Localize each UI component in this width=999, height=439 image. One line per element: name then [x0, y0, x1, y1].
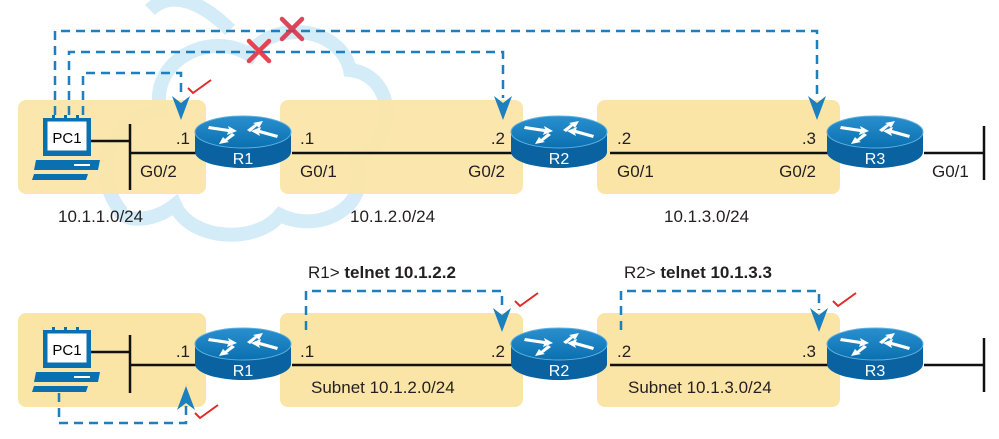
r2-g02-address: .2 [491, 129, 505, 148]
success-check-icon [832, 292, 857, 308]
arrowhead-r1 [177, 386, 195, 410]
router-r3-icon[interactable]: R3 [826, 327, 924, 381]
path-pc1-to-r1 [81, 71, 183, 115]
r3-g02-address: .3 [802, 129, 816, 148]
success-check-icon [187, 79, 212, 95]
router-r2-label: R2 [549, 151, 570, 168]
subnet-label-3: 10.1.3.0/24 [664, 207, 749, 226]
bottom-row: PC1 R1 R2 R3 .1 .1 .2 .2 .3 Subnet 10.1.… [18, 263, 986, 425]
path-pc1-to-r2 [67, 50, 505, 115]
path-pc1-to-r1 [57, 393, 188, 425]
r2-g01-address: .2 [617, 129, 631, 148]
router-r2-icon[interactable]: R2 [510, 115, 608, 169]
router-r1-label: R1 [233, 363, 254, 380]
pc1-icon[interactable]: PC1 [31, 326, 101, 393]
prompt-r2: R2> [624, 263, 660, 282]
subnet-area-10-1-3 [597, 313, 840, 407]
arrowhead-r2 [493, 308, 511, 332]
r1-g01-label: G0/1 [300, 162, 337, 181]
subnet-label-2: 10.1.2.0/24 [350, 207, 435, 226]
prompt-r1: R1> [308, 263, 344, 282]
subnet-area-10-1-2 [280, 100, 523, 194]
arrowhead-r3 [810, 308, 828, 332]
telnet-command-r1: R1> telnet 10.1.2.2 [308, 263, 456, 282]
path-pc1-to-r3 [53, 29, 819, 115]
r2-g02-label: G0/2 [468, 162, 505, 181]
router-r2-label: R2 [549, 363, 570, 380]
pc1-icon[interactable]: PC1 [31, 114, 101, 181]
r3-g01-label: G0/1 [932, 162, 969, 181]
r2-g01-label: G0/1 [617, 162, 654, 181]
r1-g02-label: G0/2 [140, 162, 177, 181]
router-r3-label: R3 [865, 363, 886, 380]
subnet-area-10-1-2 [280, 313, 523, 407]
subnet-label-1: Subnet 10.1.2.0/24 [311, 378, 455, 397]
pc1-label: PC1 [52, 130, 81, 147]
router-r1-icon[interactable]: R1 [194, 327, 292, 381]
success-check-icon [194, 404, 219, 420]
path-r1-to-r2 [304, 289, 504, 330]
r2-left-address: .2 [491, 342, 505, 361]
r2-right-address: .2 [617, 342, 631, 361]
r1-wan-address: .1 [300, 342, 314, 361]
subnet-label-1: 10.1.1.0/24 [58, 207, 143, 226]
command-r1: telnet 10.1.2.2 [344, 263, 456, 282]
arrowhead-r2 [494, 96, 512, 120]
subnet-area-10-1-3 [597, 100, 840, 194]
top-row: PC1 R1 R2 R3 .1 G0/2 .1 G0/1 .2 G0/2 .2 … [18, 16, 986, 226]
r1-lan-address: .1 [176, 342, 190, 361]
fail-x-icon [279, 16, 305, 42]
fail-x-icon [246, 38, 272, 64]
subnet-label-2: Subnet 10.1.3.0/24 [628, 378, 772, 397]
pc1-label: PC1 [52, 342, 81, 359]
r3-address: .3 [802, 342, 816, 361]
telnet-command-r2: R2> telnet 10.1.3.3 [624, 263, 772, 282]
command-r2: telnet 10.1.3.3 [660, 263, 772, 282]
arrowhead-r1 [172, 96, 190, 120]
r1-g02-address: .1 [176, 129, 190, 148]
arrowhead-r3 [808, 96, 826, 120]
path-r2-to-r3 [619, 289, 821, 330]
router-r3-label: R3 [865, 151, 886, 168]
r1-g01-address: .1 [300, 129, 314, 148]
router-r1-icon[interactable]: R1 [194, 115, 292, 169]
success-check-icon [514, 292, 539, 308]
router-r3-icon[interactable]: R3 [826, 115, 924, 169]
router-r1-label: R1 [233, 151, 254, 168]
r3-g02-label: G0/2 [779, 162, 816, 181]
router-r2-icon[interactable]: R2 [510, 327, 608, 381]
